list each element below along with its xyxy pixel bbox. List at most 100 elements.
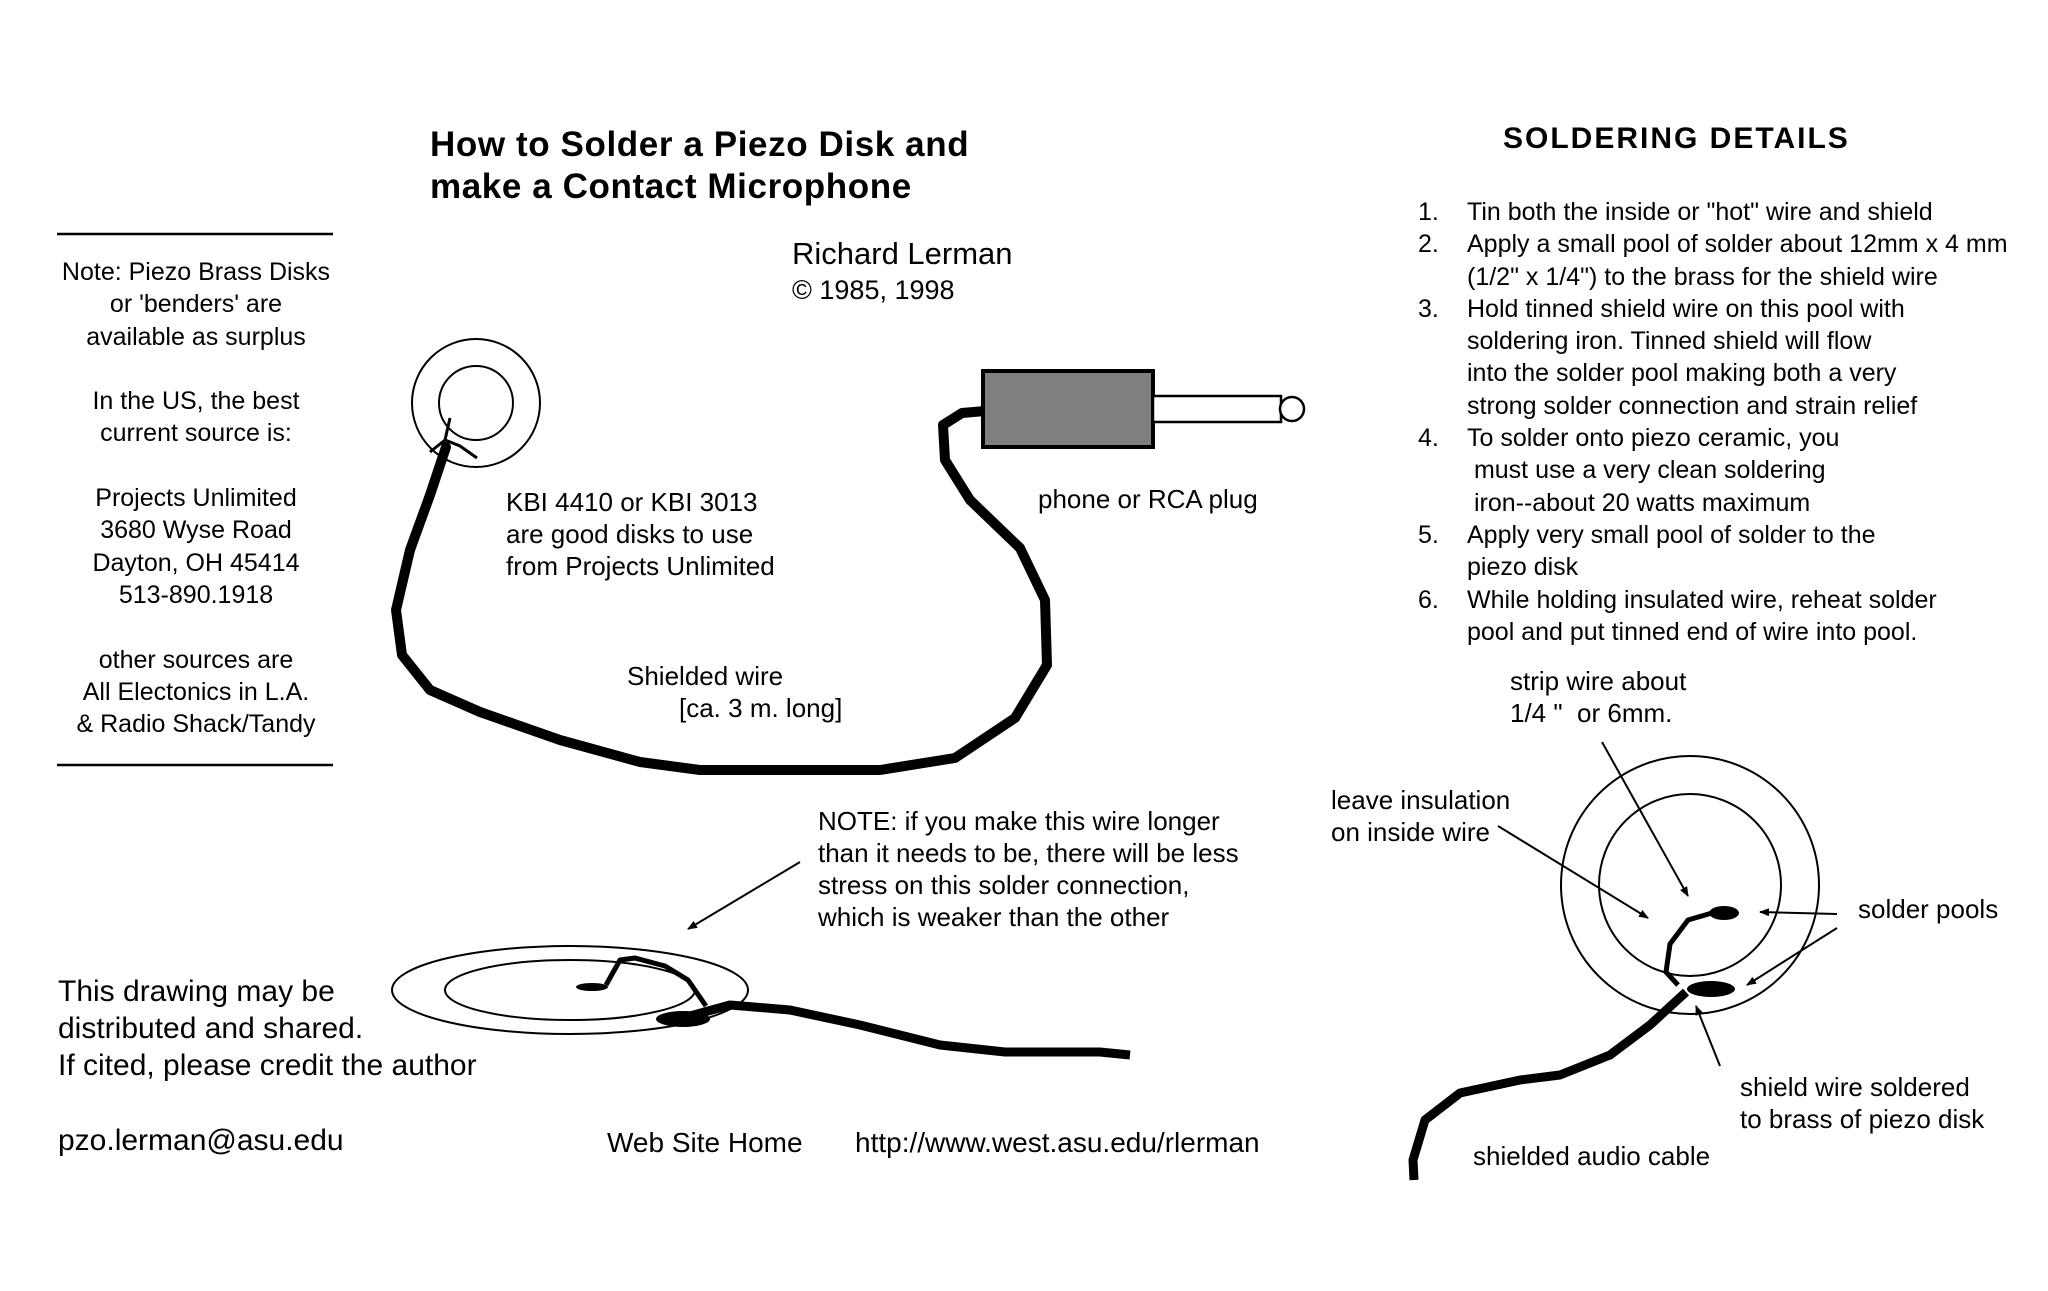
note-line: & Radio Shack/Tandy xyxy=(76,710,316,739)
step-number: 5. xyxy=(1418,520,1439,549)
soldering-step: 6. While holding insulated wire, reheat … xyxy=(1412,584,2008,649)
detail-disk-inner-ceramic xyxy=(1598,793,1782,977)
soldering-steps-list: 1. Tin both the inside or "hot" wire and… xyxy=(1412,196,2008,648)
label-line: stress on this solder connection, xyxy=(818,870,1190,900)
plug-label: phone or RCA plug xyxy=(1038,484,1258,514)
label-line: to brass of piezo disk xyxy=(1740,1104,1985,1134)
solder-pools-label: solder pools xyxy=(1858,894,1999,924)
disk-lead-wires xyxy=(429,417,478,460)
soldering-details-heading: SOLDERING DETAILS xyxy=(1503,122,1850,155)
step-text-line: To solder onto piezo ceramic, you xyxy=(1467,424,1840,453)
sources-note: Note: Piezo Brass Disks or 'benders' are… xyxy=(40,256,352,740)
note-line: Dayton, OH 45414 xyxy=(92,548,300,577)
soldering-step: 2. Apply a small pool of solder about 12… xyxy=(1412,228,2008,293)
label-line: shield wire soldered xyxy=(1740,1072,1970,1102)
label-line: [ca. 3 m. long] xyxy=(679,693,843,723)
label-line: leave insulation xyxy=(1331,785,1511,815)
author-name: Richard Lerman xyxy=(792,236,1013,271)
web-site-home-label: Web Site Home xyxy=(607,1127,803,1158)
copyright-notice: © 1985, 1998 xyxy=(792,275,955,305)
leave-insulation-label: leave insulation on inside wire xyxy=(1331,784,1510,848)
piezo-disk-outer-brass xyxy=(411,338,541,468)
side-disk-hot-wire xyxy=(603,955,709,1008)
disk-recommendation-label: KBI 4410 or KBI 3013 are good disks to u… xyxy=(506,486,775,582)
detail-hot-wire xyxy=(1663,910,1713,987)
step-text-line: piezo disk xyxy=(1467,553,1579,582)
soldering-step: 5. Apply very small pool of solder to th… xyxy=(1412,519,2008,584)
side-disk-outer-brass xyxy=(391,945,749,1035)
shielded-audio-cable-label: shielded audio cable xyxy=(1473,1141,1711,1171)
soldering-step: 1. Tin both the inside or "hot" wire and… xyxy=(1412,196,2008,228)
step-text-line: (1/2" x 1/4") to the brass for the shiel… xyxy=(1467,262,1938,291)
shielded-wire-label: Shielded wire [ca. 3 m. long] xyxy=(627,660,842,724)
step-number: 2. xyxy=(1418,230,1439,259)
step-text-line: Apply a small pool of solder about 12mm … xyxy=(1467,230,2008,259)
step-text-line: While holding insulated wire, reheat sol… xyxy=(1467,585,1937,614)
wire-note-arrow xyxy=(687,861,801,930)
note-line: other sources are xyxy=(98,645,294,674)
label-line: strip wire about xyxy=(1510,666,1687,696)
piezo-disk-inner-ceramic xyxy=(438,365,514,441)
shielded-wire xyxy=(391,406,1052,775)
title-line-1: How to Solder a Piezo Disk and xyxy=(430,125,970,164)
step-text-line: Apply very small pool of solder to the xyxy=(1467,520,1876,549)
distribution-notice: This drawing may be distributed and shar… xyxy=(58,973,477,1084)
label-line: from Projects Unlimited xyxy=(506,551,775,581)
step-number: 3. xyxy=(1418,294,1439,323)
strip-wire-label: strip wire about 1/4 " or 6mm. xyxy=(1510,665,1686,729)
side-disk-inner-ceramic xyxy=(444,959,696,1021)
step-number: 6. xyxy=(1418,585,1439,614)
note-line: In the US, the best xyxy=(92,387,300,416)
step-text-line: Tin both the inside or "hot" wire and sh… xyxy=(1467,198,1933,226)
label-line: on inside wire xyxy=(1331,817,1490,847)
solder-pools-arrow-upper xyxy=(1759,908,1838,917)
detail-brass-solder-pool xyxy=(1687,981,1735,997)
note-line xyxy=(40,450,352,482)
step-text-line: Hold tinned shield wire on this pool wit… xyxy=(1467,294,1905,323)
detail-disk-outer-brass xyxy=(1560,755,1820,1015)
label-line: which is weaker than the other xyxy=(818,902,1170,932)
note-line xyxy=(40,353,352,385)
step-number: 1. xyxy=(1418,198,1439,226)
label-line: than it needs to be, there will be less xyxy=(818,838,1239,868)
wire-length-note: NOTE: if you make this wire longer than … xyxy=(818,805,1239,933)
note-line: All Electonics in L.A. xyxy=(82,677,310,706)
step-text-line: must use a very clean soldering xyxy=(1467,456,1826,485)
page-title: How to Solder a Piezo Disk and make a Co… xyxy=(430,124,969,208)
soldering-step: 3. Hold tinned shield wire on this pool … xyxy=(1412,293,2008,422)
plug-barrel xyxy=(1151,394,1283,424)
shield-wire-label: shield wire soldered to brass of piezo d… xyxy=(1740,1071,1984,1135)
step-number: 4. xyxy=(1418,424,1439,453)
step-text-line: into the solder pool making both a very xyxy=(1467,359,1897,388)
note-line: available as surplus xyxy=(86,322,306,351)
soldering-step: 4. To solder onto piezo ceramic, you mus… xyxy=(1412,422,2008,519)
notice-line: distributed and shared. xyxy=(58,1012,364,1045)
note-line: current source is: xyxy=(100,419,292,448)
detail-ceramic-solder-pool xyxy=(1709,906,1739,920)
note-line xyxy=(40,611,352,643)
label-line: are good disks to use xyxy=(506,519,754,549)
title-line-2: make a Contact Microphone xyxy=(430,167,912,206)
shield-wire-arrow xyxy=(1695,1005,1721,1067)
label-line: NOTE: if you make this wire longer xyxy=(818,806,1220,836)
step-text-line: soldering iron. Tinned shield will flow xyxy=(1467,327,1872,356)
detail-audio-cable xyxy=(1408,988,1690,1181)
note-line: 3680 Wyse Road xyxy=(100,516,292,545)
label-line: KBI 4410 or KBI 3013 xyxy=(506,487,758,517)
web-site-url: http://www.west.asu.edu/rlerman xyxy=(855,1127,1260,1158)
step-text-line: pool and put tinned end of wire into poo… xyxy=(1467,617,1918,646)
author-email: pzo.lerman@asu.edu xyxy=(58,1124,344,1157)
side-disk-ceramic-solder-pool xyxy=(576,983,608,991)
note-line: or 'benders' are xyxy=(109,290,283,319)
insulation-arrow xyxy=(1497,825,1649,919)
notice-line: This drawing may be xyxy=(58,975,335,1008)
plug-tip xyxy=(1278,395,1306,423)
note-line: Note: Piezo Brass Disks xyxy=(61,258,331,286)
note-line: 513-890.1918 xyxy=(118,580,274,609)
step-text-line: strong solder connection and strain reli… xyxy=(1467,391,1918,420)
note-line: Projects Unlimited xyxy=(95,484,297,513)
notice-line: If cited, please credit the author xyxy=(58,1049,477,1082)
plug-body xyxy=(981,369,1155,449)
side-disk-cable xyxy=(688,1000,1131,1060)
